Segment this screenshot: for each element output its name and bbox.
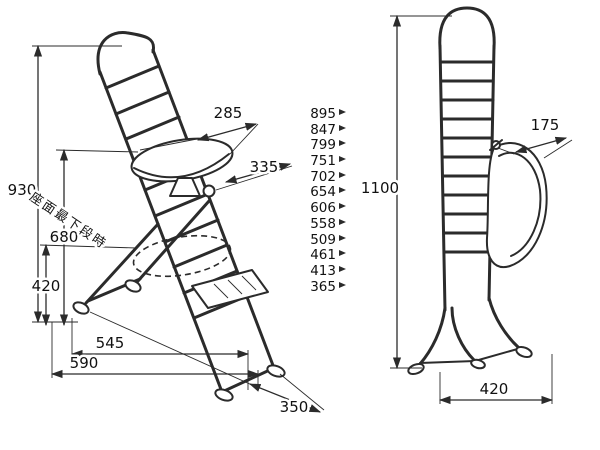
assembled-dimensions: 930 680 420 座面最下段時 285 335 545 590: [5, 44, 325, 419]
scale-value: 702: [310, 169, 336, 185]
dim-folded-height-label: 1100: [361, 179, 399, 197]
scale-value: 461: [310, 247, 336, 263]
footrest-step: [191, 269, 269, 309]
scale-value: 895: [310, 106, 336, 122]
scale-value: 799: [310, 137, 336, 153]
phantom-seat-lowest: [132, 234, 232, 278]
front-legs: [72, 199, 211, 315]
frame-front-rail: [98, 70, 224, 394]
scale-value: 365: [310, 279, 336, 295]
folded-frame-top-loop: [438, 6, 496, 50]
dim-seat-width-label: 285: [214, 104, 243, 122]
dim-lowest-rung-label: 420: [32, 277, 61, 295]
assembled-chair-drawing: [72, 31, 286, 402]
scale-value: 413: [310, 263, 336, 279]
scale-value: 847: [310, 122, 336, 138]
dim-folded-base-width-label: 420: [480, 380, 509, 398]
folded-dimensions: 1100 175 420: [358, 14, 573, 405]
folded-seat-rim: [498, 151, 542, 257]
scale-value: 751: [310, 153, 336, 169]
dim-base-depth-label: 350: [280, 398, 309, 416]
folded-chair-drawing: [407, 6, 548, 376]
seat-rim: [133, 153, 230, 179]
rear-foot-cap: [214, 388, 234, 402]
frame-back-rail: [151, 48, 276, 370]
folded-seat: [485, 142, 548, 269]
seat-bracket: [169, 177, 216, 198]
scale-value: 654: [310, 184, 336, 200]
dim-total-height-label: 930: [8, 181, 37, 199]
scale-value: 509: [310, 232, 336, 248]
folded-frame-left-rail: [438, 44, 447, 312]
height-scale: 895 847 799 751 702 654 606 558 509 461 …: [310, 106, 346, 295]
dim-folded-depth-label: 175: [531, 116, 560, 134]
folded-legs: [407, 296, 533, 376]
dim-base-inner-label: 545: [96, 334, 125, 352]
folded-frame-rungs: [439, 60, 495, 254]
seat-hinge-arm: [489, 139, 503, 151]
frame-top-loop: [96, 31, 156, 76]
dim-seat-height-label: 680: [50, 228, 79, 246]
scale-value: 558: [310, 216, 336, 232]
dim-base-outer-label: 590: [70, 354, 99, 372]
dim-seat-depth-label: 335: [250, 158, 279, 176]
seat-handle-ring: [202, 184, 216, 198]
scale-value: 606: [310, 200, 336, 216]
